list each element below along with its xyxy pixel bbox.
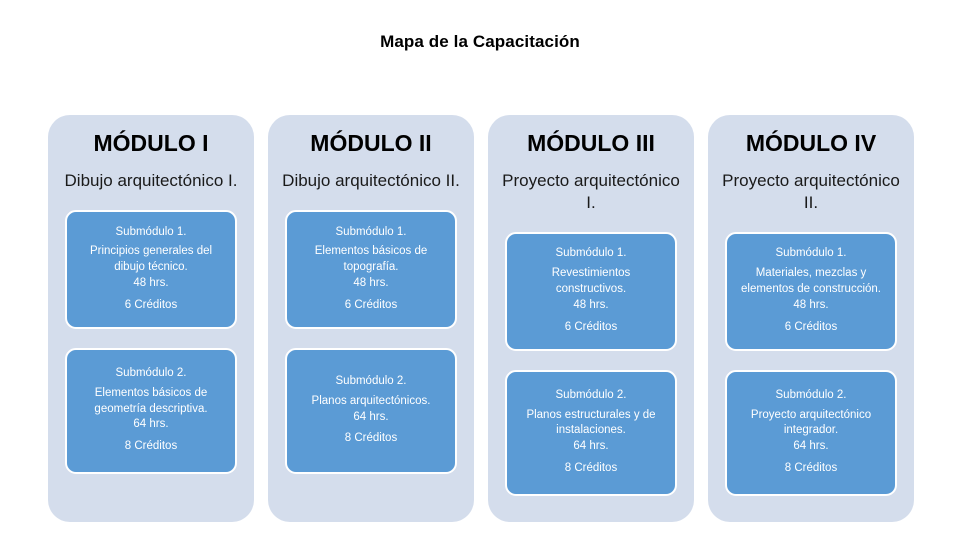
- submodule-list: Submódulo 1. Principios generales del di…: [58, 210, 244, 508]
- submodule-box: Submódulo 1. Materiales, mezclas y eleme…: [725, 231, 897, 351]
- submodule-label: Submódulo 1.: [555, 247, 627, 260]
- module-card-2: MÓDULO II Dibujo arquitectónico II. Subm…: [268, 115, 474, 522]
- submodule-title: Elementos básicos de topografía.: [314, 245, 428, 274]
- submodule-label: Submódulo 1.: [335, 225, 407, 238]
- submodule-label: Submódulo 2.: [775, 388, 847, 401]
- submodule-title: Planos estructurales y de instalaciones.: [526, 408, 656, 437]
- module-name: Dibujo arquitectónico II.: [282, 171, 460, 191]
- training-map: MÓDULO I Dibujo arquitectónico I. Submód…: [48, 115, 914, 522]
- submodule-box: Submódulo 1. Revestimientos constructivo…: [505, 231, 677, 351]
- submodule-label: Submódulo 1.: [115, 225, 187, 238]
- module-number: MÓDULO III: [527, 130, 655, 156]
- submodule-box: Submódulo 2. Proyecto arquitectónico int…: [725, 369, 897, 496]
- submodule-box: Submódulo 1. Principios generales del di…: [65, 210, 237, 330]
- submodule-hours: 64 hrs.: [573, 440, 609, 453]
- submodule-credits: 8 Créditos: [784, 462, 838, 475]
- submodule-hours: 64 hrs.: [793, 440, 829, 453]
- module-card-4: MÓDULO IV Proyecto arquitectónico II. Su…: [708, 115, 914, 522]
- submodule-title: Proyecto arquitectónico integrador.: [750, 408, 872, 437]
- module-number: MÓDULO II: [310, 130, 432, 156]
- submodule-label: Submódulo 2.: [115, 367, 187, 380]
- submodule-credits: 6 Créditos: [784, 320, 838, 333]
- submodule-credits: 8 Créditos: [344, 432, 398, 445]
- submodule-hours: 64 hrs.: [353, 410, 389, 423]
- submodule-credits: 8 Créditos: [124, 440, 178, 453]
- submodule-credits: 6 Créditos: [124, 298, 178, 311]
- submodule-title: Revestimientos constructivos.: [551, 267, 631, 295]
- module-name: Proyecto arquitectónico I.: [502, 171, 680, 213]
- submodule-hours: 48 hrs.: [573, 298, 609, 311]
- submodule-title: Materiales, mezclas y elementos de const…: [741, 267, 881, 295]
- submodule-title: Principios generales del dibujo técnico.: [89, 245, 213, 274]
- submodule-credits: 6 Créditos: [344, 298, 398, 311]
- submodule-box: Submódulo 2. Elementos básicos de geomet…: [65, 348, 237, 475]
- module-card-1: MÓDULO I Dibujo arquitectónico I. Submód…: [48, 115, 254, 522]
- submodule-hours: 48 hrs.: [133, 276, 169, 289]
- submodule-credits: 8 Créditos: [564, 462, 618, 475]
- module-number: MÓDULO I: [93, 130, 209, 156]
- submodule-title: Elementos básicos de geometría descripti…: [94, 386, 208, 415]
- submodule-label: Submódulo 2.: [555, 388, 627, 401]
- submodule-hours: 48 hrs.: [353, 276, 389, 289]
- module-name: Proyecto arquitectónico II.: [722, 171, 900, 213]
- module-card-3: MÓDULO III Proyecto arquitectónico I. Su…: [488, 115, 694, 522]
- page-title: Mapa de la Capacitación: [380, 32, 580, 51]
- submodule-hours: 64 hrs.: [133, 418, 169, 431]
- submodule-title: Planos arquitectónicos.: [311, 394, 431, 407]
- submodule-label: Submódulo 1.: [775, 247, 847, 260]
- submodule-box: Submódulo 1. Elementos básicos de topogr…: [285, 210, 457, 330]
- submodule-list: Submódulo 1. Revestimientos constructivo…: [498, 231, 684, 508]
- submodule-hours: 48 hrs.: [793, 298, 829, 311]
- submodule-list: Submódulo 1. Elementos básicos de topogr…: [278, 210, 464, 508]
- submodule-credits: 6 Créditos: [564, 320, 618, 333]
- submodule-box: Submódulo 2. Planos estructurales y de i…: [505, 369, 677, 496]
- submodule-label: Submódulo 2.: [335, 375, 407, 388]
- submodule-box: Submódulo 2. Planos arquitectónicos. 64 …: [285, 348, 457, 475]
- module-name: Dibujo arquitectónico I.: [64, 171, 238, 191]
- module-number: MÓDULO IV: [745, 130, 877, 156]
- submodule-list: Submódulo 1. Materiales, mezclas y eleme…: [718, 231, 904, 508]
